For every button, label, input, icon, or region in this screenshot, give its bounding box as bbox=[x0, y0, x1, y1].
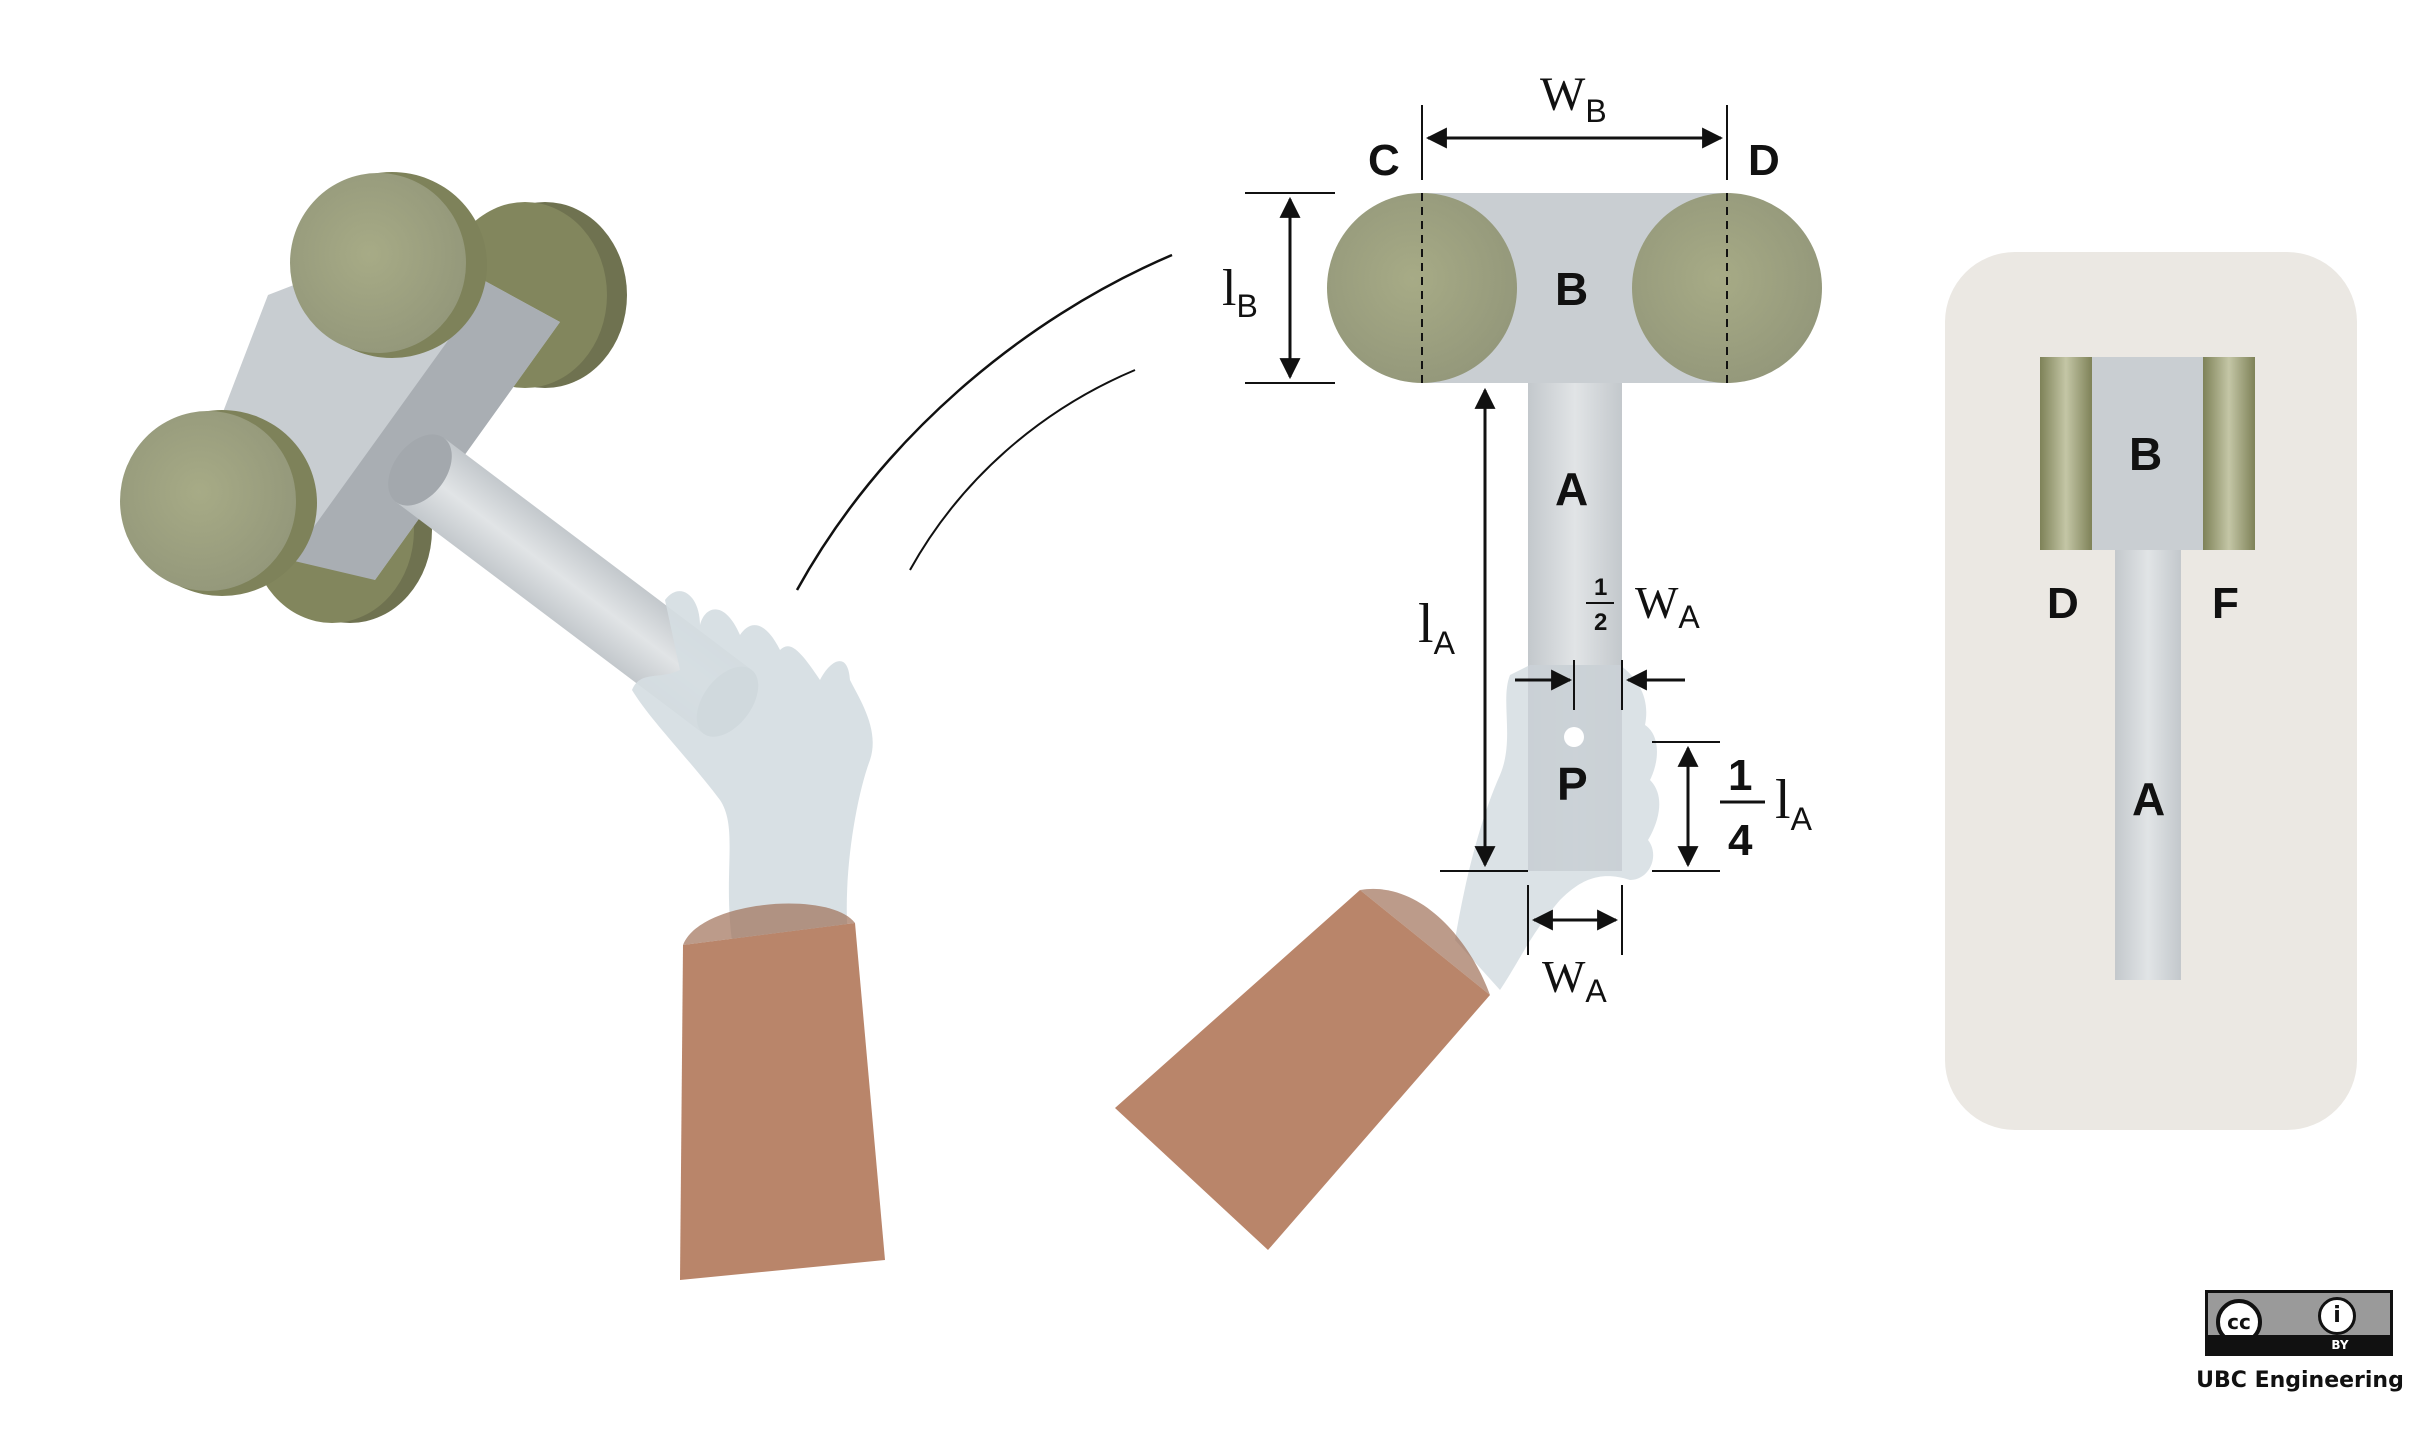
by-label: BY bbox=[2331, 1338, 2349, 1352]
side-label-b: B bbox=[2129, 428, 2162, 480]
disc-d bbox=[1632, 193, 1822, 383]
dim-wb-sub: B bbox=[1585, 93, 1606, 129]
label-d: D bbox=[1748, 136, 1780, 185]
dimensioned-hammer: C D B A P WB lB lA 1 2 WA 1 4 lA bbox=[1115, 68, 1822, 1250]
svg-text:WB: WB bbox=[1540, 68, 1607, 129]
label-p: P bbox=[1557, 758, 1588, 810]
label-b: B bbox=[1555, 263, 1588, 315]
dim-half-w-sub: A bbox=[1678, 599, 1700, 635]
label-c: C bbox=[1368, 136, 1400, 185]
quarter-num: 1 bbox=[1728, 751, 1752, 800]
svg-text:lA: lA bbox=[1775, 769, 1813, 837]
side-label-d: D bbox=[2047, 579, 2079, 628]
svg-text:WA: WA bbox=[1635, 577, 1700, 635]
hammer-handle bbox=[395, 438, 752, 734]
side-disc-f bbox=[2203, 357, 2255, 550]
dim-lb-symbol: l bbox=[1222, 260, 1236, 317]
credit-org: UBC Engineering bbox=[2196, 1368, 2404, 1393]
motion-line bbox=[909, 369, 1136, 571]
dim-la-sub: A bbox=[1434, 625, 1456, 661]
side-label-f: F bbox=[2212, 579, 2239, 628]
svg-text:WA: WA bbox=[1542, 951, 1607, 1009]
disc-c bbox=[1327, 193, 1517, 383]
point-p-marker bbox=[1564, 727, 1584, 747]
dim-half-w-symbol: W bbox=[1635, 577, 1679, 628]
dim-quarter-l-sub: A bbox=[1791, 801, 1813, 837]
side-disc-d bbox=[2040, 357, 2092, 550]
svg-text:lB: lB bbox=[1222, 260, 1258, 324]
sleeve-2 bbox=[1115, 890, 1490, 1250]
dim-wa-sub: A bbox=[1585, 973, 1607, 1009]
label-a: A bbox=[1555, 463, 1588, 515]
glove bbox=[632, 591, 873, 960]
dim-quarter-l-symbol: l bbox=[1775, 769, 1791, 831]
side-head-b bbox=[2092, 357, 2203, 550]
side-view-panel: B D F A bbox=[1945, 252, 2357, 1130]
motion-line bbox=[795, 253, 1173, 591]
swinging-hammer-illustration bbox=[120, 172, 1173, 1280]
dim-la-symbol: l bbox=[1418, 593, 1434, 655]
quarter-den: 4 bbox=[1728, 816, 1753, 865]
dim-wa-symbol: W bbox=[1542, 951, 1586, 1002]
sleeve bbox=[680, 923, 885, 1280]
creative-commons-badge: cc i BY bbox=[2205, 1290, 2393, 1356]
dim-lb-sub: B bbox=[1236, 288, 1257, 324]
half-den: 2 bbox=[1594, 609, 1607, 636]
side-label-a: A bbox=[2132, 773, 2165, 825]
half-num: 1 bbox=[1594, 574, 1607, 601]
side-handle-a bbox=[2115, 550, 2181, 980]
attribution-icon: i bbox=[2318, 1297, 2356, 1335]
svg-text:lA: lA bbox=[1418, 593, 1456, 661]
dim-wb-symbol: W bbox=[1540, 68, 1586, 121]
